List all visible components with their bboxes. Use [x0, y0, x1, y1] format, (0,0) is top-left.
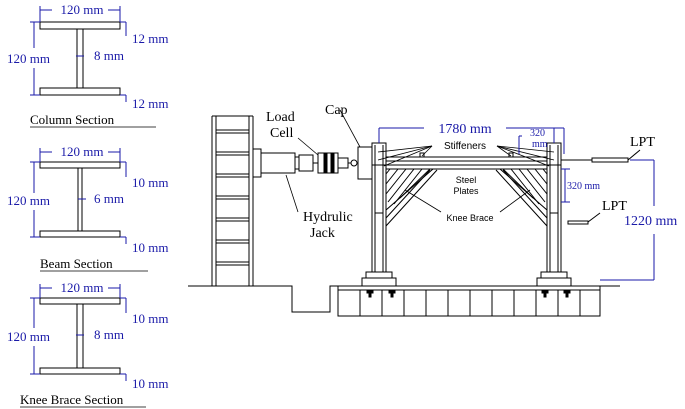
- hydraulic-jack-label-line2: Jack: [310, 226, 335, 241]
- column-bottom-flange: [39, 87, 121, 96]
- left-column: [361, 142, 397, 287]
- column-web-thickness: 8 mm: [94, 48, 124, 63]
- column-web: [76, 28, 84, 89]
- jack-leader: [285, 174, 299, 213]
- load-cell: [317, 152, 358, 174]
- knee-brace-bottom-flange-thickness: 10 mm: [132, 376, 168, 391]
- beam-bottom-flange-thickness: 10 mm: [132, 240, 168, 255]
- span-dimension: 1780 mm: [438, 122, 491, 137]
- knee-brace-top-flange-thickness: 10 mm: [132, 311, 168, 326]
- lpt-top-label: LPT: [630, 135, 655, 150]
- beam-bottom-flange: [39, 230, 121, 238]
- anchor-bolts: [366, 289, 571, 298]
- right-column: [536, 142, 572, 287]
- lpt-mid-sensor: [567, 212, 601, 225]
- load-cell-leader: [297, 137, 319, 156]
- load-cell-label-line1: Load: [266, 110, 295, 125]
- knee-brace-web-thickness: 8 mm: [94, 327, 124, 342]
- column-top-flange-thickness: 12 mm: [132, 31, 168, 46]
- knee-brace-right: [495, 169, 548, 227]
- stiffener-leaders: [377, 145, 555, 167]
- beam-flange-width: 120 mm: [61, 144, 104, 159]
- cap: [357, 146, 373, 180]
- column-bottom-flange-thickness: 12 mm: [132, 96, 168, 111]
- knee-brace-leader-left: [404, 189, 442, 213]
- cap-leader: [339, 109, 361, 148]
- knee-brace-label: Knee Brace: [446, 213, 493, 223]
- knee-brace-top-flange: [39, 297, 121, 305]
- plate-dimension-top-line1: 320: [530, 128, 545, 139]
- beam-depth: 120 mm: [7, 193, 50, 208]
- beam-top-flange-thickness: 10 mm: [132, 175, 168, 190]
- steel-plate-left: [385, 168, 435, 212]
- reaction-wall: [211, 115, 254, 286]
- knee-brace-flange-width: 120 mm: [61, 280, 104, 295]
- load-cell-label-line2: Cell: [270, 126, 293, 141]
- column-top-flange: [39, 21, 121, 30]
- beam-section: [30, 148, 127, 244]
- knee-brace-leader-right: [499, 189, 531, 213]
- column-flange-width: 120 mm: [61, 2, 104, 17]
- beam-web-thickness: 6 mm: [94, 191, 124, 206]
- lpt-top-sensor: [561, 149, 641, 163]
- knee-brace-left: [385, 169, 438, 227]
- stiffeners-label: Stiffeners: [444, 141, 486, 152]
- beam-section-title: Beam Section: [40, 256, 113, 271]
- column-section-title: Column Section: [30, 112, 115, 127]
- steel-plate-right: [498, 168, 548, 212]
- knee-brace-depth: 120 mm: [7, 329, 50, 344]
- steel-plates-label-line1: Steel: [456, 175, 477, 185]
- lpt-mid-label: LPT: [602, 199, 627, 214]
- knee-brace-bottom-flange: [39, 367, 121, 375]
- knee-brace-section-title: Knee Brace Section: [20, 392, 124, 407]
- cap-label: Cap: [325, 103, 348, 118]
- beam-top-flange: [39, 161, 121, 169]
- strong-floor: [337, 285, 601, 317]
- hydraulic-jack: [252, 148, 318, 178]
- column-section: [30, 6, 127, 102]
- steel-plates-label-line2: Plates: [453, 186, 479, 196]
- knee-brace-web: [76, 303, 84, 369]
- plate-dimension-top-line2: mm: [532, 139, 548, 150]
- plate-dimension-side: 320 mm: [567, 181, 600, 192]
- column-depth: 120 mm: [7, 51, 50, 66]
- knee-brace-section: [30, 284, 127, 381]
- height-dimension: 1220 mm: [624, 214, 677, 229]
- frame-dimensions: [378, 127, 655, 281]
- hydraulic-jack-label-line1: Hydrulic: [303, 210, 353, 225]
